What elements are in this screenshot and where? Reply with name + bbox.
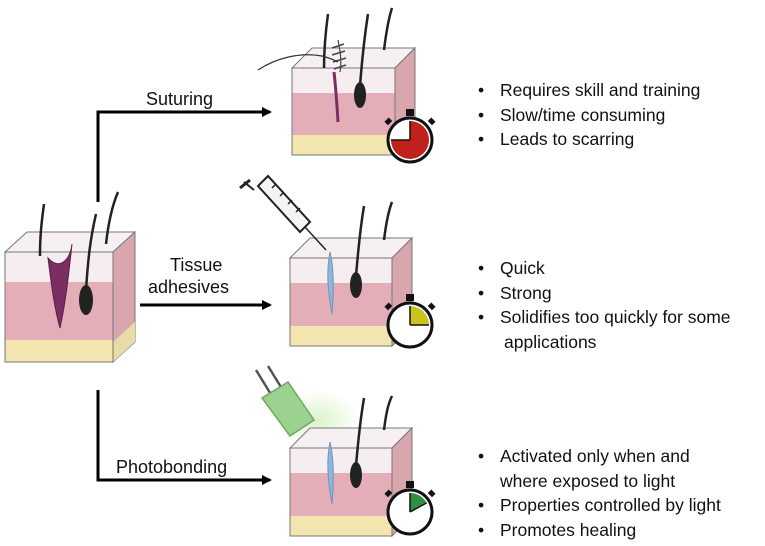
- skin-block-photobonded: [254, 365, 414, 538]
- stopwatch-button: [384, 117, 393, 126]
- method-label-photobonding: Photobonding: [116, 457, 228, 477]
- hair-follicle: [79, 285, 93, 315]
- hair: [84, 213, 98, 291]
- stopwatch-hand: [409, 502, 428, 513]
- hair: [104, 191, 120, 245]
- suture-stitches: [331, 39, 347, 73]
- stopwatch-elapsed-sector: [410, 306, 429, 325]
- method-label-suturing: Suturing: [146, 89, 214, 109]
- photobonding-points: Activated only when and where exposed to…: [474, 444, 721, 542]
- list-item-continuation: applications: [504, 331, 597, 352]
- stopwatch-icon: [384, 109, 436, 164]
- stopwatch-crown: [406, 294, 414, 301]
- method-label-tissue-adhesives-line2: adhesives: [148, 277, 230, 297]
- closed-wound: [332, 71, 340, 123]
- list-item: Promotes healing: [474, 518, 721, 543]
- tissue-adhesives-points: Quick Strong Solidifies too quickly for …: [474, 256, 731, 354]
- method-label-tissue-adhesives-line1: Tissue: [170, 255, 223, 275]
- skin-block-wounded: [3, 191, 137, 364]
- list-item-continuation: where exposed to light: [500, 470, 676, 491]
- suturing-points: Requires skill and training Slow/time co…: [474, 78, 700, 152]
- list-item: Properties controlled by light: [474, 493, 721, 518]
- list-item: Activated only when and: [474, 444, 721, 469]
- photobonded-wound: [327, 441, 334, 505]
- stopwatch-button: [384, 489, 393, 498]
- syringe: [239, 174, 327, 251]
- list-item: Leads to scarring: [474, 127, 700, 152]
- stopwatch-icon: [384, 481, 436, 536]
- arrow-suturing: [96, 107, 272, 202]
- list-item: Requires skill and training: [474, 78, 700, 103]
- adhesive-filled-wound: [327, 251, 334, 315]
- stopwatch-crown: [406, 481, 414, 488]
- stopwatch-button: [427, 489, 436, 498]
- stopwatch-button: [384, 302, 393, 311]
- suture-needle: [257, 54, 339, 71]
- skin-block-adhesive: [239, 174, 414, 348]
- hair: [38, 203, 46, 257]
- list-item: Strong: [474, 281, 731, 306]
- list-item: Slow/time consuming: [474, 103, 700, 128]
- arrow-photobonding: [96, 390, 272, 485]
- stopwatch-button: [427, 302, 436, 311]
- wound: [47, 243, 73, 329]
- stopwatch-crown: [406, 109, 414, 116]
- led-light: [254, 365, 316, 438]
- stopwatch-elapsed-sector: [410, 493, 427, 512]
- stopwatch-icon: [384, 294, 436, 349]
- stopwatch-button: [427, 117, 436, 126]
- list-item: Quick: [474, 256, 731, 281]
- list-item: Solidifies too quickly for some: [474, 305, 731, 330]
